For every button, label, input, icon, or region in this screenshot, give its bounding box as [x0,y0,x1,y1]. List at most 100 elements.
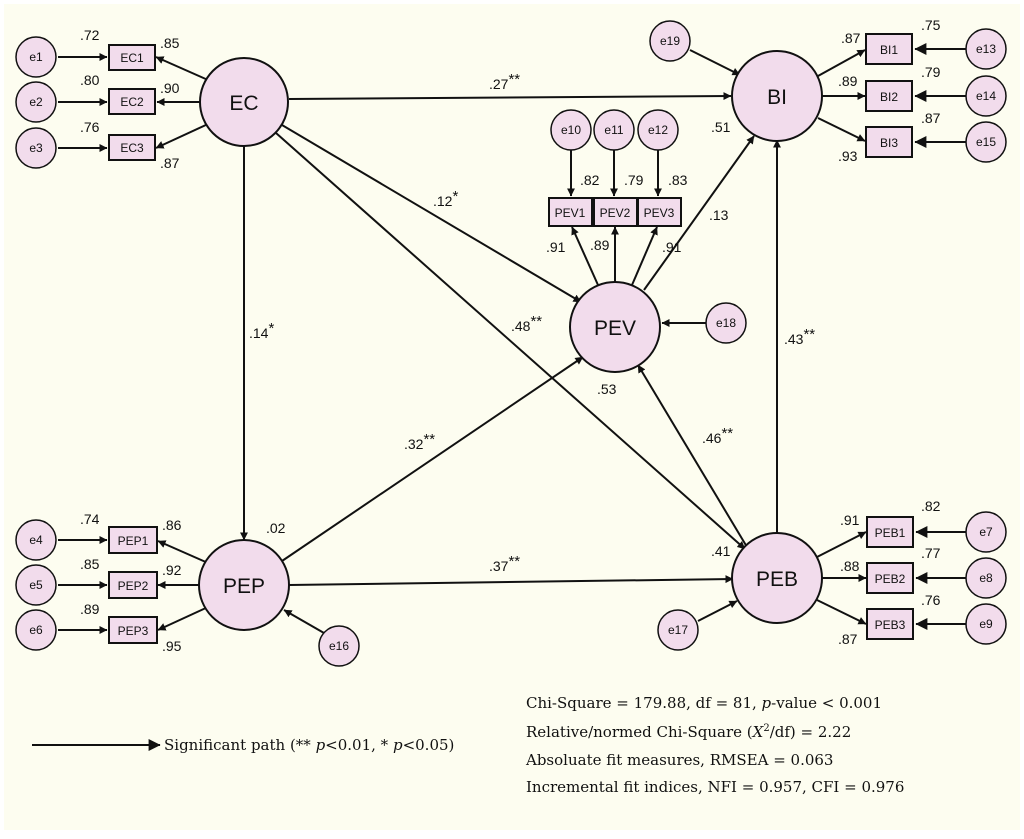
fit-line2-a: Relative/normed Chi-Square ( [526,723,753,741]
indicator-peb1-label: PEB1 [875,526,906,540]
coef-ec-peb: .48** [511,313,542,334]
loading-pep2: .92 [162,562,182,578]
fit-line-rmsea: Absoluate fit measures, RMSEA = 0.063 [525,751,833,769]
fit-line-chi-square: Chi-Square = 179.88, df = 81, p-value < … [526,694,882,712]
r2-pev3: .83 [668,172,688,188]
indicator-boxes [108,33,914,644]
coef-ec-pev-value: .12 [433,193,453,209]
error-labels: e1 e2 e3 e4 e5 e6 e7 e8 e9 e10 e11 e12 e… [29,34,996,653]
coef-peb-bi-sig: ** [803,326,815,343]
arrow-e17 [697,600,738,622]
indicator-bi2-box [865,80,913,112]
loading-bi1: .87 [841,30,861,46]
path-ec-pev [281,124,582,303]
indicator-pev2-label: PEV2 [600,206,631,220]
error-e3-circle [15,127,57,169]
coef-pev-bi: .13 [709,207,729,223]
legend: Significant path (** p<0.01, * p<0.05) [32,736,454,754]
coef-ec-bi-sig: ** [508,71,520,88]
arrow-e19 [689,49,741,76]
r2-bi: .51 [711,119,731,135]
latent-pep-label: PEP [223,575,265,598]
coef-ec-pev-sig: * [452,188,458,205]
error-e5-label: e5 [29,578,43,592]
latent-pev-label: PEV [594,317,636,340]
error-e4-label: e4 [29,533,43,547]
path-pev-bi [643,135,755,291]
error-e7-label: e7 [979,525,993,539]
error-e5-circle [15,564,57,606]
coef-pep-peb-value: .37 [489,558,509,574]
latent-pep-circle [198,539,290,631]
arrow-bi-bi3 [817,117,866,142]
coef-ec-pep: .14* [249,320,274,341]
fit-line1-p: p [762,694,772,712]
error-e3-label: e3 [29,141,43,155]
loading-ec1: .85 [160,35,180,51]
error-e4-circle [15,519,57,561]
coef-ec-bi: .27** [489,71,520,92]
indicator-pep3-label: PEP3 [118,624,149,638]
loading-bi3: .93 [838,148,858,164]
structural-paths [240,92,781,586]
indicator-peb2-label: PEB2 [875,572,906,586]
error-e8-label: e8 [979,571,993,585]
fit-line-incremental: Incremental fit indices, NFI = 0.957, CF… [526,778,904,796]
indicator-peb2-box [866,562,914,594]
legend-text-part3: <0.05) [403,736,455,754]
error-e9-label: e9 [979,617,993,631]
error-e17-circle [657,609,699,651]
error-e18-label: e18 [716,316,736,330]
arrow-peb-peb1 [816,531,867,558]
loading-peb2: .88 [840,558,860,574]
latent-bi-circle [731,50,823,142]
legend-text: Significant path (** p<0.01, * p<0.05) [164,736,454,754]
latent-labels: EC PEP PEV BI PEB [223,86,798,598]
coef-pep-pev: .32** [404,431,435,452]
r2-pep1: .74 [80,511,100,527]
indicator-bi3-label: BI3 [880,136,898,150]
latent-nodes [198,50,823,631]
coef-peb-pev: .46** [702,425,733,446]
error-e9-circle [965,603,1007,645]
loading-peb1: .91 [840,512,860,528]
loading-ec3: .87 [160,155,180,171]
arrow-pev-pev3 [631,226,658,286]
fit-line2-sup: 2 [763,723,769,734]
error-e8-circle [965,557,1007,599]
error-e2-circle [15,81,57,123]
error-e16-circle [318,625,360,667]
indicator-peb3-box [866,608,914,640]
indicator-pep2-label: PEP2 [118,579,149,593]
coef-peb-bi: .43** [784,326,815,347]
latent-pev-circle [569,281,661,373]
r2-ec2: .80 [80,72,100,88]
coef-ec-peb-sig: ** [530,313,542,330]
indicator-pev1-label: PEV1 [555,206,586,220]
indicator-ec3-label: EC3 [120,141,144,155]
indicator-peb1-box [866,516,914,548]
r2-pep: .02 [266,520,286,536]
loading-pep1: .86 [162,517,182,533]
loading-pep3: .95 [162,638,182,654]
r2-peb: .41 [711,543,731,559]
error-e13-label: e13 [976,42,996,56]
error-e19-circle [649,20,691,62]
latent-peb-circle [731,532,823,624]
indicator-bi2-label: BI2 [880,90,898,104]
error-e14-circle [965,75,1007,117]
loading-pev2: .89 [590,237,610,253]
r2-bi2: .79 [921,64,941,80]
error-e16-label: e16 [329,639,349,653]
r2-peb2: .77 [921,545,941,561]
latent-peb-label: PEB [756,568,798,591]
arrow-pep-pep3 [157,606,209,631]
coef-ec-pep-sig: * [268,320,274,337]
fit-statistics: Chi-Square = 179.88, df = 81, p-value < … [525,694,904,796]
indicator-pev3-box [637,197,682,227]
error-e11-label: e11 [604,123,623,137]
coef-peb-pev-sig: ** [721,425,733,442]
indicator-pep2-box [108,571,158,599]
path-ec-peb [275,132,746,550]
measurement-arrows [58,43,966,634]
